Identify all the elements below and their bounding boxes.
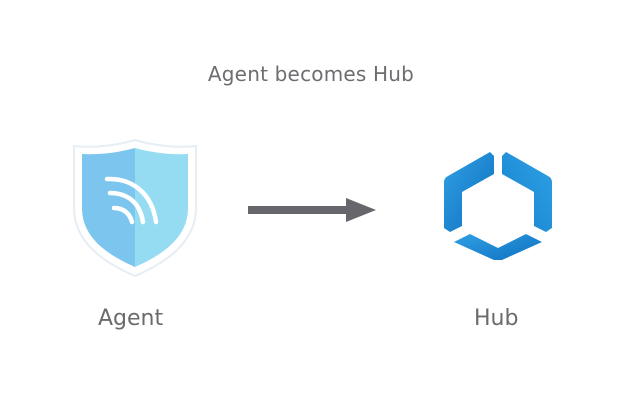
shield-wifi-icon	[73, 138, 197, 278]
agent-label: Agent	[98, 306, 164, 331]
diagram-title: Agent becomes Hub	[207, 62, 415, 86]
hexagon-hub-icon	[444, 152, 552, 260]
arrow-right-icon	[248, 198, 376, 222]
hub-label: Hub	[474, 306, 519, 331]
